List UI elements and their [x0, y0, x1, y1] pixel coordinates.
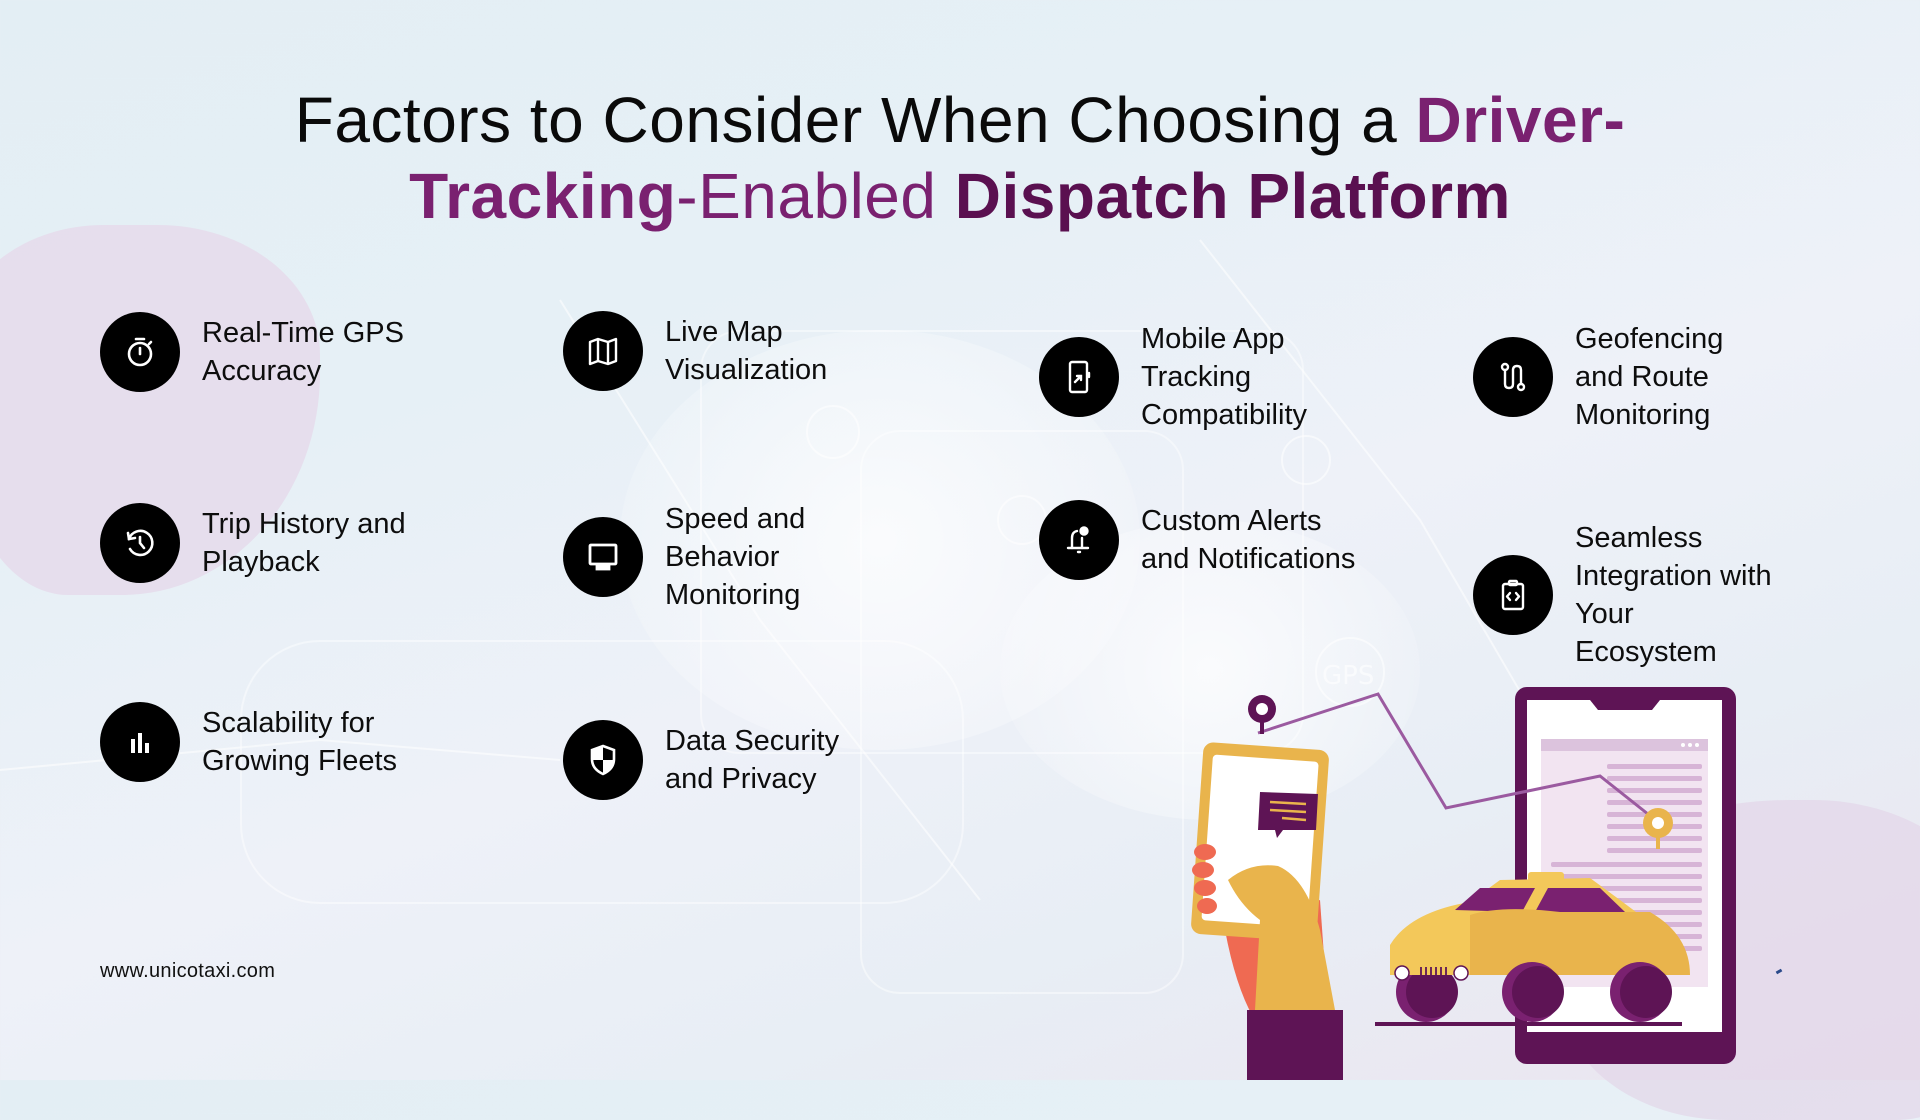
history-icon [100, 503, 180, 583]
bell-alert-icon [1039, 500, 1119, 580]
title-enabled: -Enabled [676, 160, 955, 232]
bar-chart-icon [100, 702, 180, 782]
title-plain: Factors to Consider When Choosing a [294, 84, 1416, 156]
feature-label: Speed and Behavior Monitoring [665, 503, 806, 611]
feature-label: Real-Time GPS Accuracy [202, 317, 404, 387]
feature-label: Data Security and Privacy [665, 725, 840, 795]
feature-scalability: Scalability for Growing Fleets [100, 702, 402, 782]
monitor-icon [563, 517, 643, 597]
feature-data-security-privacy: Data Security and Privacy [563, 720, 885, 800]
feature-live-map-visualization: Live Map Visualization [563, 311, 915, 391]
feature-label: Trip History and Playback [202, 508, 406, 578]
feature-seamless-integration: Seamless Integration with Your Ecosystem [1473, 519, 1775, 671]
feature-real-time-gps-accuracy: Real-Time GPS Accuracy [100, 312, 452, 392]
feature-trip-history-playback: Trip History and Playback [100, 503, 452, 583]
taxi-illustration [1375, 872, 1690, 1026]
feature-label: Custom Alerts and Notifications [1141, 505, 1356, 575]
map-icon [563, 311, 643, 391]
stopwatch-icon [100, 312, 180, 392]
title-highlight-driver: Driver- [1415, 84, 1626, 156]
location-pin-end [1643, 808, 1673, 849]
route-icon [1473, 337, 1553, 417]
title-highlight-dispatch-platform: Dispatch Platform [954, 160, 1511, 232]
mobile-app-icon [1039, 337, 1119, 417]
feature-label: Geofencing and Route Monitoring [1575, 323, 1724, 431]
feature-label: Seamless Integration with Your Ecosystem [1575, 522, 1772, 668]
feature-label: Live Map Visualization [665, 316, 828, 386]
hand-holding-phone [1191, 742, 1343, 1080]
page-title: Factors to Consider When Choosing a Driv… [0, 82, 1920, 234]
title-highlight-tracking: Tracking [409, 160, 677, 232]
footer-website-link[interactable]: www.unicotaxi.com [100, 960, 276, 982]
code-clipboard-icon [1473, 555, 1553, 635]
feature-label: Mobile App Tracking Compatibility [1141, 323, 1307, 431]
feature-speed-behavior-monitoring: Speed and Behavior Monitoring [563, 500, 915, 614]
location-pin-start [1248, 695, 1276, 734]
shield-icon [563, 720, 643, 800]
taxi-tracking-illustration [1191, 687, 1736, 1080]
feature-geofencing-route-monitoring: Geofencing and Route Monitoring [1473, 320, 1775, 434]
feature-label: Scalability for Growing Fleets [202, 707, 398, 777]
feature-custom-alerts-notifications: Custom Alerts and Notifications [1039, 500, 1361, 580]
feature-mobile-app-tracking: Mobile App Tracking Compatibility [1039, 320, 1381, 434]
